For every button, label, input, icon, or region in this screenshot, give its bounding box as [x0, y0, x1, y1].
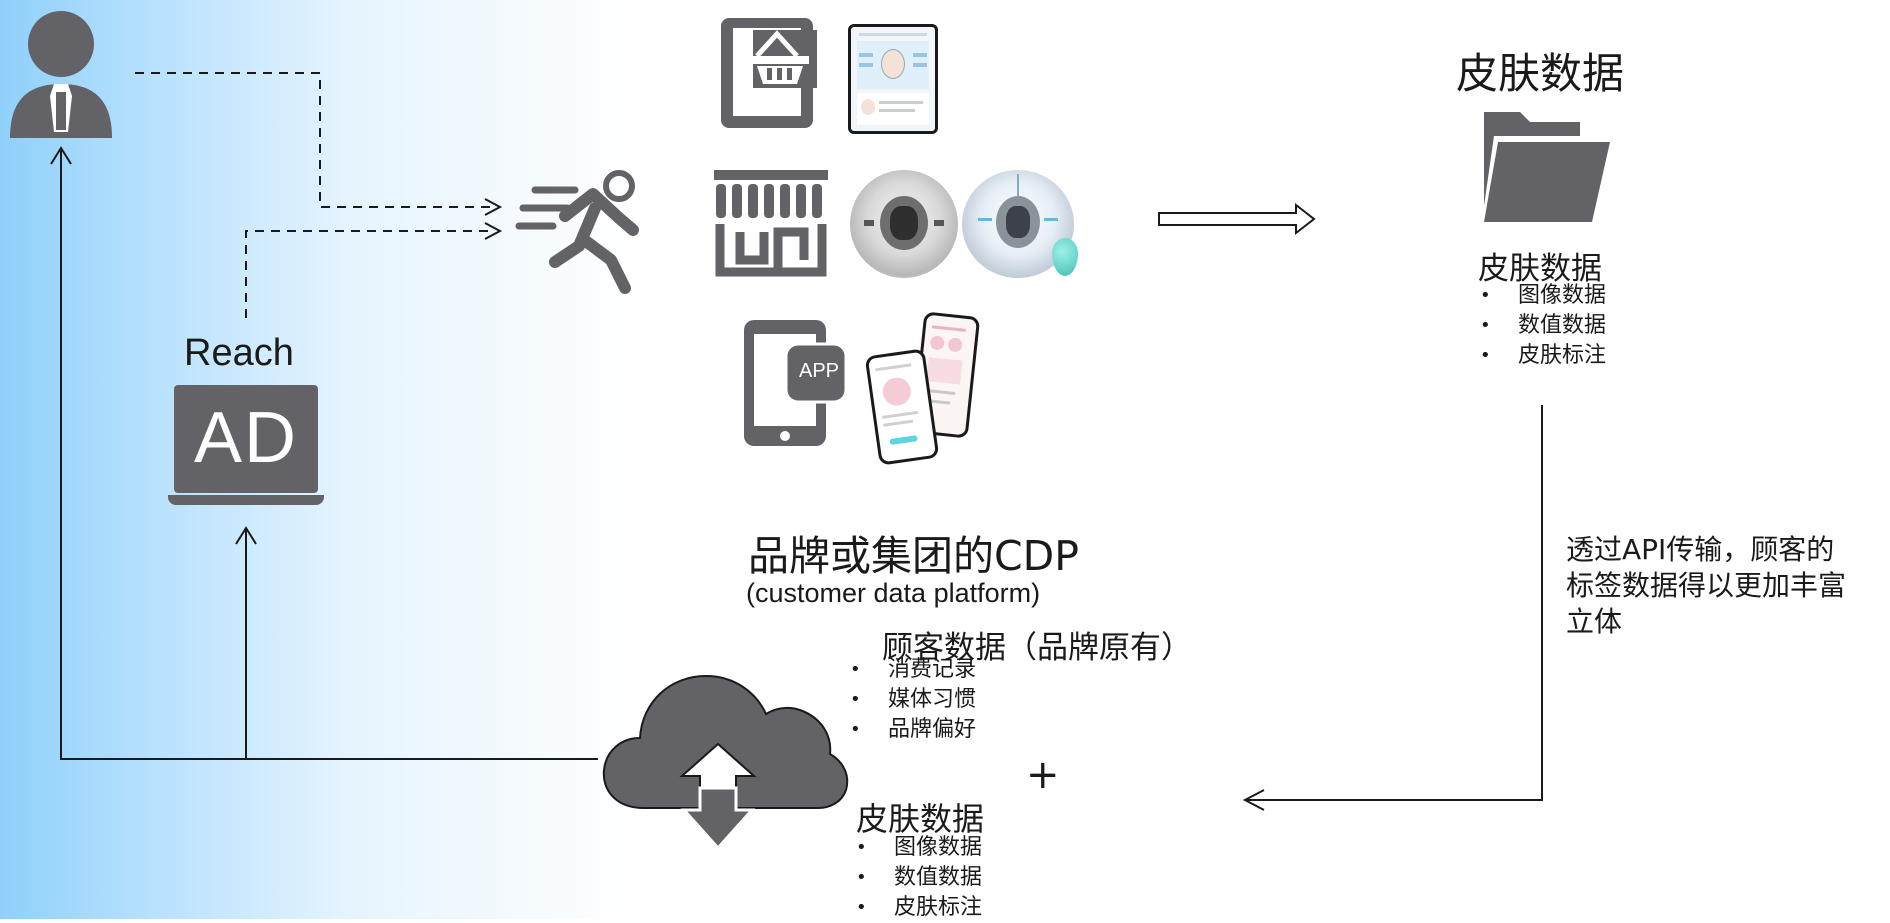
api-note-line: 透过API传输，顾客的	[1566, 533, 1835, 566]
cdp-skin-data-list: 图像数据 数值数据 皮肤标注	[856, 833, 982, 923]
list-item: 数值数据	[1480, 311, 1606, 341]
list-item: 皮肤标注	[1480, 341, 1606, 371]
reach-label: Reach	[184, 332, 294, 374]
cloud-sync-icon	[602, 674, 849, 851]
list-item: 图像数据	[1480, 281, 1606, 311]
line-cloud-to-user	[60, 150, 598, 760]
handheld-device	[1052, 238, 1078, 276]
hollow-arrow	[1158, 202, 1316, 236]
plus-sign: +	[1026, 752, 1060, 798]
api-note-line: 标签数据得以更加丰富	[1566, 569, 1847, 602]
line-skin-to-cdp	[1245, 405, 1543, 801]
laptop-ad-icon: AD	[168, 385, 324, 507]
cdp-skin-data-title: 皮肤数据	[856, 800, 985, 838]
list-item: 品牌偏好	[850, 715, 976, 745]
user-icon	[10, 11, 112, 138]
cdp-subtitle: (customer data platform)	[746, 578, 1041, 608]
list-item: 消费记录	[850, 655, 976, 685]
skin-analyzer-device-1	[850, 170, 958, 278]
api-transfer-note: 透过API传输，顾客的 标签数据得以更加丰富 立体	[1566, 532, 1846, 640]
store-icon	[714, 170, 828, 277]
list-item: 媒体习惯	[850, 685, 976, 715]
api-note-line: 立体	[1566, 605, 1623, 638]
running-person-icon	[515, 170, 639, 294]
folder-icon	[1484, 112, 1610, 222]
app-label: APP	[798, 360, 840, 382]
list-item: 数值数据	[856, 863, 982, 893]
dashed-reach-to-runner	[245, 230, 495, 318]
ad-label: AD	[193, 398, 299, 478]
background-gradient	[0, 0, 640, 919]
phone-app-icon	[744, 320, 848, 446]
list-item: 皮肤标注	[856, 893, 982, 923]
cdp-title: 品牌或集团的CDP	[748, 532, 1079, 580]
skin-data-list: 图像数据 数值数据 皮肤标注	[1480, 281, 1606, 371]
tablet-shopping-basket-icon	[721, 18, 817, 128]
skin-data-title: 皮肤数据	[1456, 49, 1625, 98]
tablet-skin-app-screenshot	[848, 24, 938, 134]
dashed-user-to-runner	[135, 72, 495, 208]
customer-data-list: 消费记录 媒体习惯 品牌偏好	[850, 655, 976, 745]
list-item: 图像数据	[856, 833, 982, 863]
